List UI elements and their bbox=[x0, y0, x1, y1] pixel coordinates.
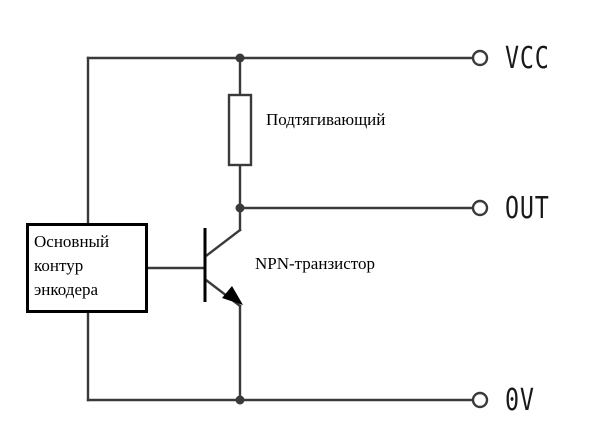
encoder-main-circuit-box: Основный контур энкодера bbox=[26, 223, 148, 313]
ground-label: 0V bbox=[505, 383, 535, 418]
terminal-ground bbox=[471, 391, 489, 409]
encoder-box-line-3: энкодера bbox=[34, 280, 99, 299]
out-label: OUT bbox=[505, 191, 550, 226]
junction-vcc bbox=[235, 53, 245, 63]
junction-out bbox=[235, 203, 245, 213]
transistor-label: NPN-транзистор bbox=[255, 254, 376, 273]
emitter-arrow bbox=[222, 286, 243, 305]
collector-diagonal bbox=[204, 228, 242, 258]
encoder-box-line-1: Основный bbox=[34, 232, 110, 251]
pullup-label: Подтягивающий bbox=[266, 110, 386, 129]
encoder-box-line-2: контур bbox=[34, 256, 84, 275]
junction-ground bbox=[235, 395, 245, 405]
terminal-vcc bbox=[471, 49, 489, 67]
terminal-out bbox=[471, 199, 489, 217]
vcc-label: VCC bbox=[505, 41, 550, 76]
pullup-resistor bbox=[227, 93, 253, 167]
